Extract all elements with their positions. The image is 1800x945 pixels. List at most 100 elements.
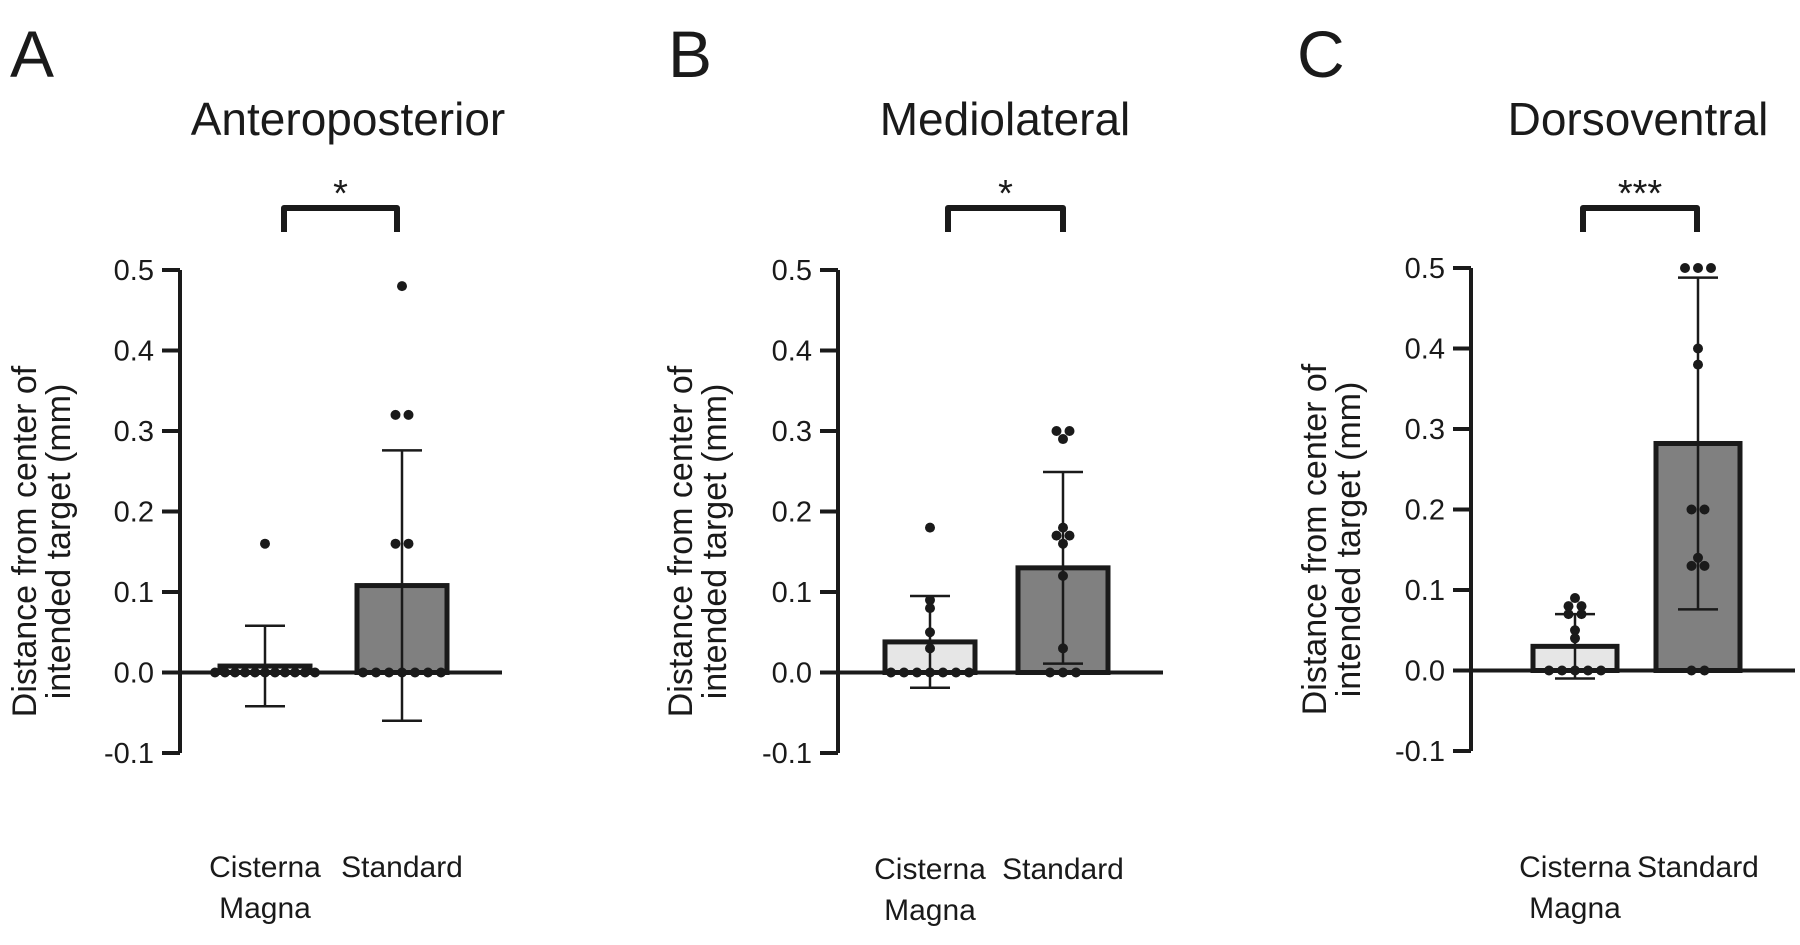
data-point: [1693, 263, 1703, 273]
y-tick-label: -0.1: [1395, 736, 1445, 768]
data-point: [1045, 667, 1055, 678]
data-point: [899, 667, 909, 678]
y-tick-label: 0.3: [1405, 414, 1445, 446]
data-point: [1583, 665, 1593, 676]
y-tick-label: 0.4: [114, 336, 154, 368]
y-tick-label: 0.3: [114, 416, 154, 448]
data-point: [220, 667, 230, 678]
data-point: [260, 667, 270, 678]
data-point: [1570, 625, 1580, 636]
data-point: [1699, 560, 1710, 571]
data-point: [912, 667, 922, 678]
data-point: [1071, 667, 1081, 678]
data-point: [390, 538, 401, 549]
data-point: [230, 667, 240, 678]
data-point: [925, 667, 935, 678]
data-point: [1557, 665, 1567, 676]
data-point: [1058, 538, 1068, 549]
data-point: [1596, 665, 1606, 676]
data-point: [1570, 593, 1580, 604]
significance-bracket: [945, 205, 1066, 232]
data-point: [1686, 560, 1697, 571]
data-point: [1693, 552, 1703, 563]
y-tick-label: 0.0: [1405, 656, 1445, 688]
data-point: [938, 667, 948, 678]
data-point: [1576, 609, 1587, 620]
y-axis-label: intended target (mm): [1330, 382, 1368, 698]
data-point: [1051, 426, 1062, 436]
data-point: [240, 667, 250, 678]
y-axis-label: Distance from center of: [662, 365, 700, 717]
data-point: [358, 667, 368, 678]
x-category-label: Magna: [884, 894, 976, 927]
y-tick-label: 0.2: [114, 497, 154, 529]
data-point: [397, 281, 407, 292]
y-axis-label: Distance from center of: [1296, 363, 1334, 715]
y-tick-label: 0.2: [772, 497, 812, 529]
data-point: [397, 667, 407, 678]
data-point: [280, 667, 290, 678]
significance-label: *: [333, 173, 348, 215]
data-point: [250, 667, 260, 678]
data-point: [1563, 609, 1574, 620]
y-tick-label: -0.1: [762, 738, 812, 770]
data-point: [886, 667, 896, 678]
data-point: [1693, 343, 1703, 354]
data-point: [310, 667, 320, 678]
data-point: [1699, 504, 1710, 515]
data-point: [410, 667, 420, 678]
data-point: [371, 667, 381, 678]
data-point: [270, 667, 280, 678]
y-tick-label: 0.4: [1405, 334, 1445, 366]
data-point: [1058, 434, 1068, 445]
data-point: [1699, 665, 1710, 676]
data-point: [1563, 601, 1574, 612]
x-category-label: Standard: [341, 851, 463, 884]
data-point: [1686, 665, 1697, 676]
y-tick-label: 0.1: [772, 577, 812, 609]
data-point: [1570, 665, 1580, 676]
x-category-label: Standard: [1637, 851, 1759, 884]
x-category-label: Standard: [1002, 853, 1124, 886]
data-point: [925, 627, 935, 638]
y-axis-label: Distance from center of: [6, 365, 44, 717]
data-point: [1686, 504, 1697, 515]
data-point: [1693, 359, 1703, 370]
y-tick-label: 0.3: [772, 416, 812, 448]
y-tick-label: 0.5: [114, 255, 154, 287]
significance-bracket: [281, 205, 400, 232]
panel-letter: A: [10, 17, 54, 91]
data-point: [436, 667, 446, 678]
x-category-label: Cisterna: [874, 853, 986, 886]
y-tick-label: 0.1: [114, 577, 154, 609]
data-point: [260, 538, 270, 549]
data-point: [964, 667, 974, 678]
data-point: [300, 667, 310, 678]
y-tick-label: 0.0: [772, 658, 812, 690]
x-category-label: Cisterna: [209, 851, 321, 884]
data-point: [1064, 530, 1075, 541]
data-point: [1544, 665, 1554, 676]
significance-label: *: [998, 173, 1013, 215]
y-tick-label: -0.1: [104, 738, 154, 770]
significance-bracket: [1580, 205, 1700, 232]
y-axis-label: intended target (mm): [40, 384, 78, 700]
data-point: [1680, 263, 1690, 273]
panel-letter: C: [1297, 17, 1345, 91]
data-point: [1058, 570, 1068, 581]
data-point: [1570, 633, 1580, 644]
data-point: [423, 667, 433, 678]
data-point: [403, 409, 414, 420]
y-tick-label: 0.5: [772, 255, 812, 287]
data-point: [925, 595, 935, 606]
y-tick-label: 0.4: [772, 336, 812, 368]
x-category-label: Cisterna: [1519, 851, 1631, 884]
data-point: [1051, 530, 1062, 541]
data-point: [390, 409, 401, 420]
x-category-label: Magna: [1529, 892, 1621, 925]
data-point: [1064, 426, 1075, 436]
data-point: [290, 667, 300, 678]
